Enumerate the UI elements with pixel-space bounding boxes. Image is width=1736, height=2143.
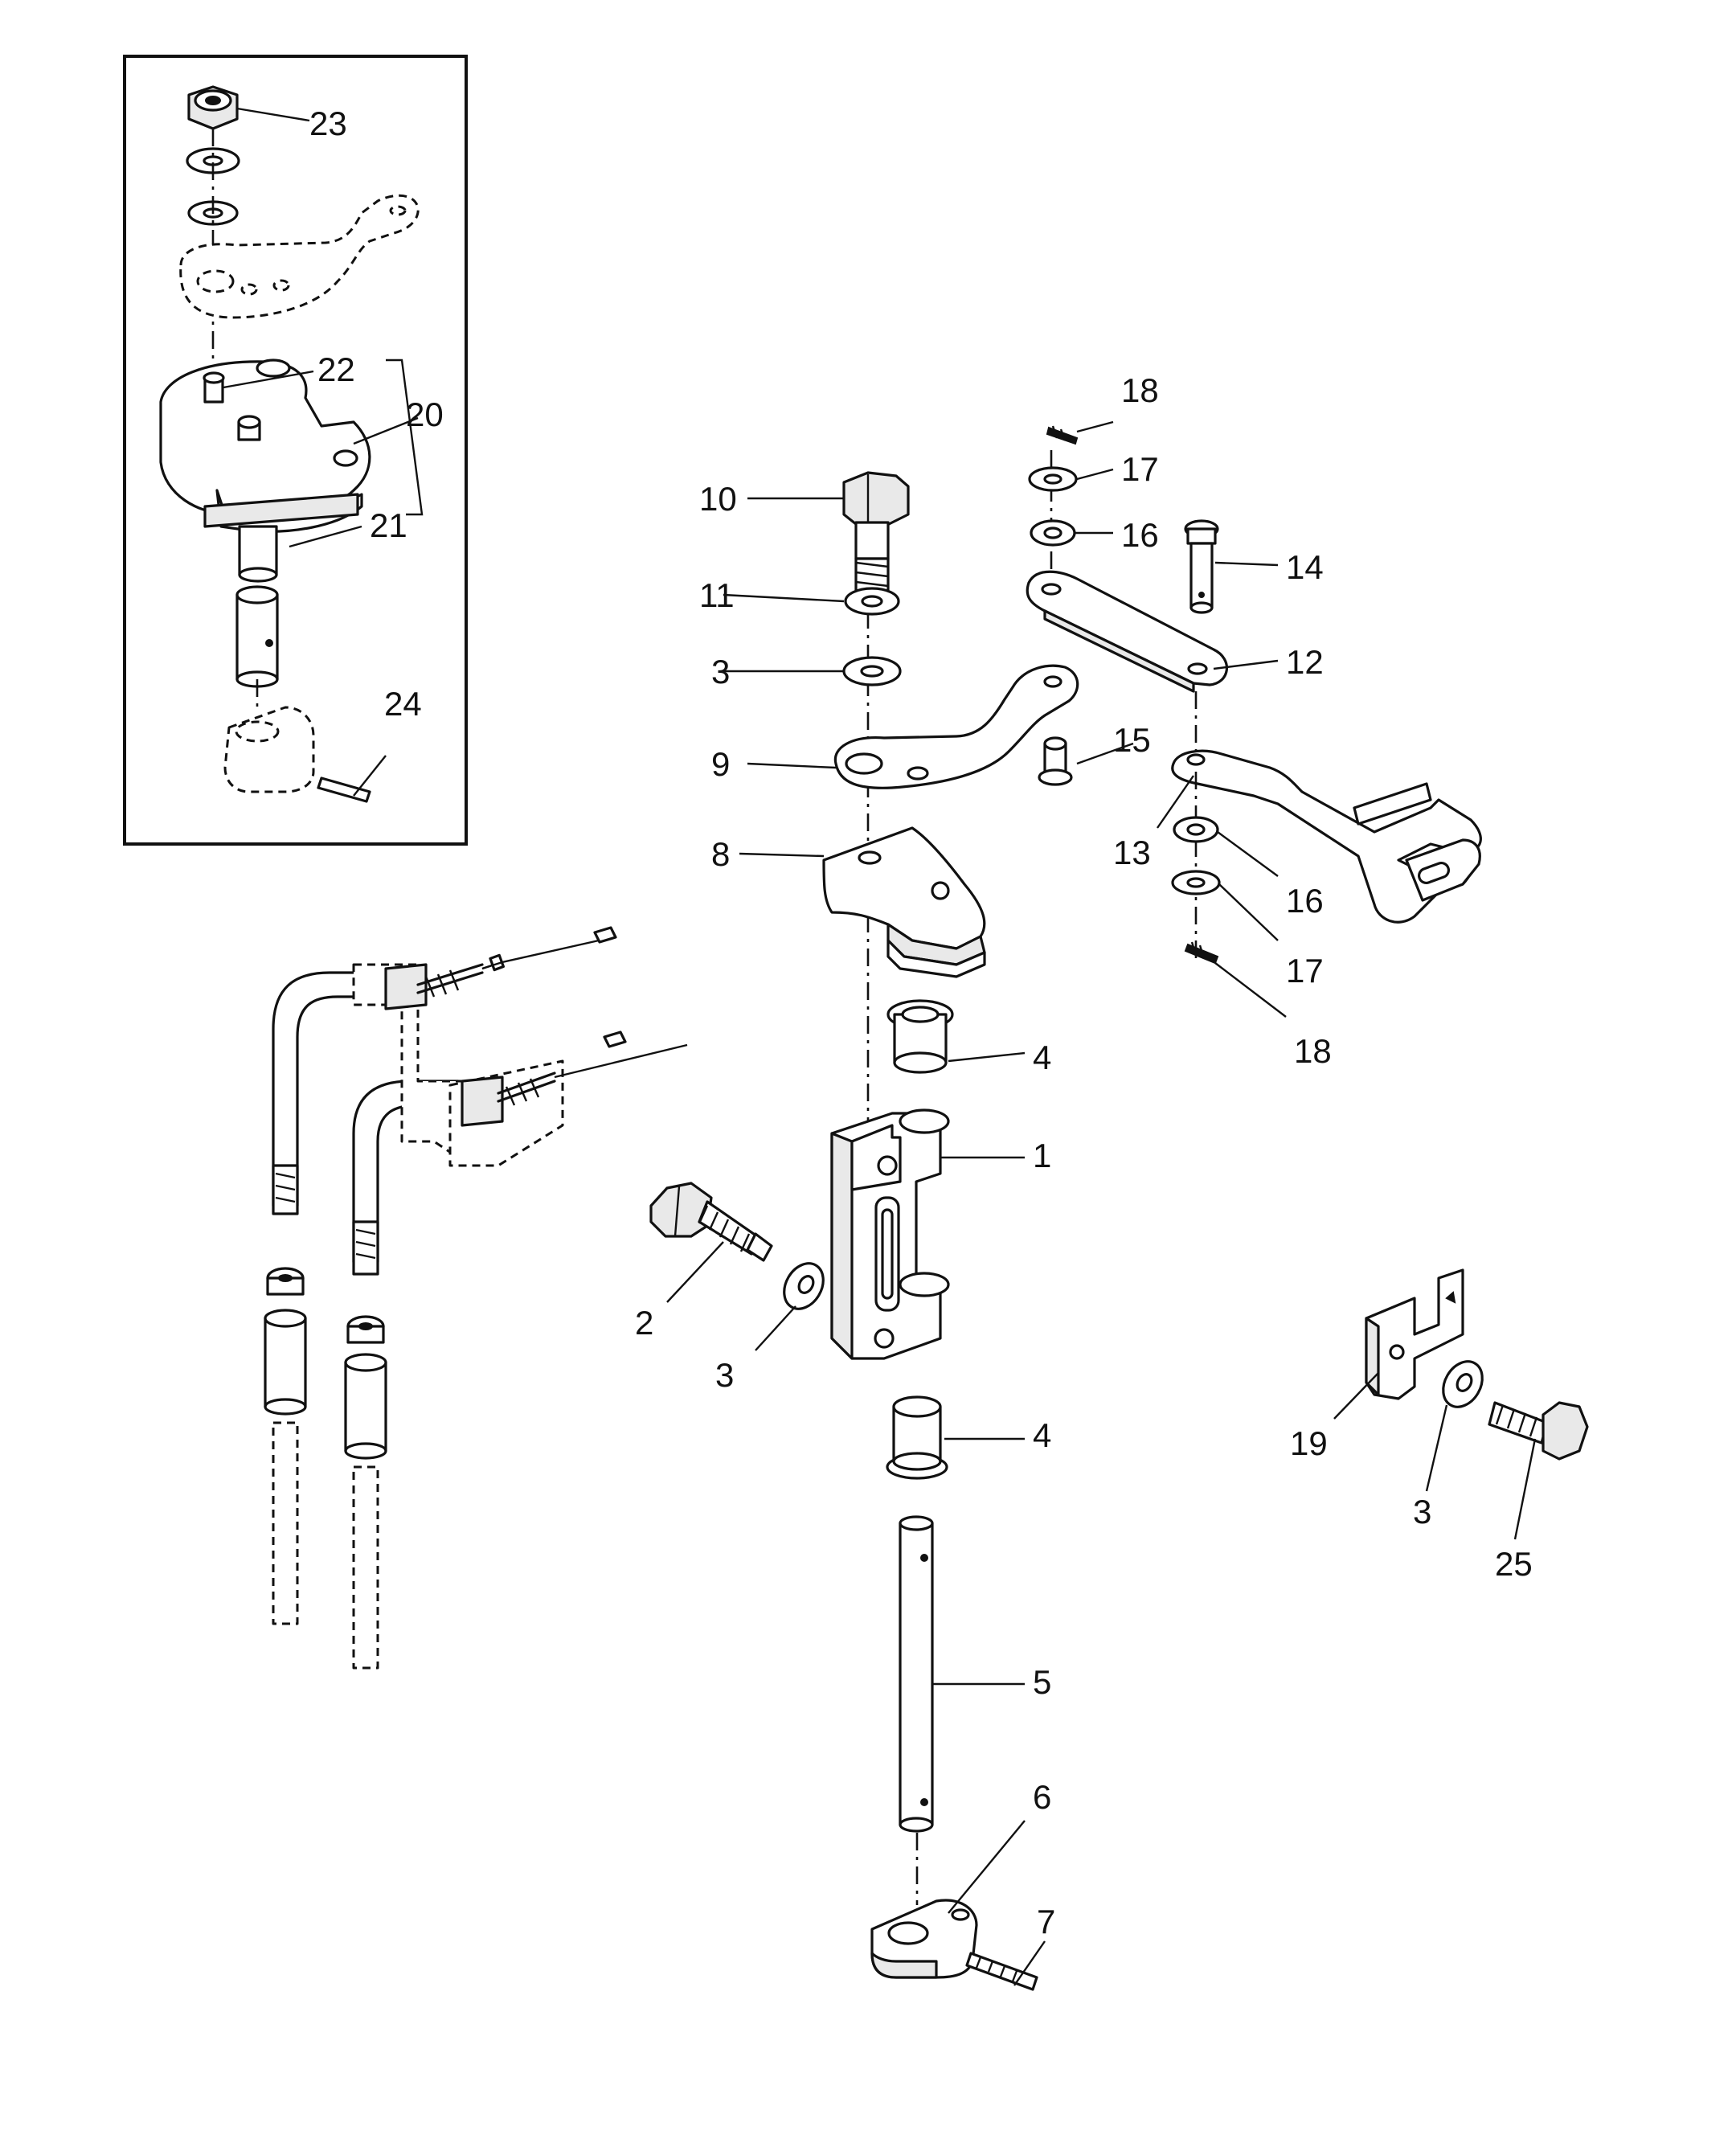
washer-17-upper [1028, 466, 1078, 492]
callout-24: 24 [384, 685, 422, 723]
callout-5: 5 [1033, 1663, 1051, 1701]
callout-16-lower: 16 [1286, 882, 1324, 920]
callout-13: 13 [1113, 834, 1151, 871]
pin-15 [1038, 736, 1073, 786]
callout-16-upper: 16 [1121, 516, 1159, 554]
washer-16-lower [1173, 816, 1219, 843]
callout-12: 12 [1286, 643, 1324, 681]
callout-4-lower: 4 [1033, 1416, 1051, 1454]
callout-18-upper: 18 [1121, 371, 1159, 409]
bracket-1 [830, 1108, 950, 1360]
bushing-4-upper [886, 999, 954, 1074]
washer-16-upper [1030, 519, 1076, 547]
callout-11: 11 [699, 576, 735, 614]
callout-3-upper: 3 [711, 653, 730, 690]
clamp-6 [870, 1899, 978, 1979]
callout-21: 21 [370, 506, 407, 544]
washer-3-right [1442, 1360, 1484, 1408]
callout-23: 23 [309, 104, 347, 142]
washer-17-lower [1171, 870, 1221, 895]
lever-13 [1171, 749, 1482, 924]
roll-pin-24 [317, 776, 371, 803]
link-12 [1026, 570, 1228, 693]
roll-pin-7 [965, 1952, 1038, 1991]
leader-lines [666, 420, 1537, 1986]
nut-23 [187, 85, 239, 130]
callout-1: 1 [1033, 1137, 1051, 1174]
inset-panel: 23 22 20 21 24 [123, 55, 468, 846]
callout-17-upper: 17 [1121, 450, 1159, 488]
callout-14: 14 [1286, 548, 1324, 586]
inset-sleeve [235, 585, 279, 688]
cable-assembly [264, 926, 688, 1670]
callout-8: 8 [711, 835, 730, 873]
callout-7: 7 [1037, 1903, 1055, 1940]
callout-3-side: 3 [715, 1356, 734, 1394]
callout-25: 25 [1495, 1545, 1533, 1583]
sector-8 [822, 826, 986, 978]
callout-3-right: 3 [1413, 1493, 1431, 1530]
shaft-5 [899, 1515, 934, 1833]
callout-22: 22 [317, 350, 355, 388]
washer-11 [844, 587, 900, 616]
inset-lever-assembly [159, 359, 371, 583]
callout-labels: 10 11 3 9 8 18 17 16 14 12 15 13 16 17 1… [635, 371, 1533, 1940]
bolt-10 [842, 471, 910, 604]
arm-9 [833, 664, 1079, 789]
callout-20: 20 [406, 395, 444, 433]
callout-15: 15 [1113, 721, 1151, 759]
washer-3-side [783, 1262, 825, 1310]
washer-3-upper [842, 656, 902, 686]
callout-18-lower: 18 [1294, 1032, 1332, 1070]
bolt-25 [1488, 1401, 1589, 1461]
clevis-pin-14 [1184, 519, 1219, 614]
bushing-4-lower [886, 1395, 948, 1480]
callout-19: 19 [1290, 1424, 1328, 1462]
inset-phantom-clamp [223, 706, 315, 793]
cotter-pin-18-upper [1046, 425, 1079, 445]
callout-17-lower: 17 [1286, 952, 1324, 990]
callout-4-upper: 4 [1033, 1039, 1051, 1076]
cotter-pin-18-lower [1184, 941, 1219, 965]
callout-6: 6 [1033, 1778, 1051, 1816]
inset-phantom-arm [179, 194, 420, 319]
callout-9: 9 [711, 745, 730, 783]
callout-10: 10 [699, 480, 737, 518]
bolt-2 [649, 1182, 773, 1262]
callout-2: 2 [635, 1304, 653, 1342]
